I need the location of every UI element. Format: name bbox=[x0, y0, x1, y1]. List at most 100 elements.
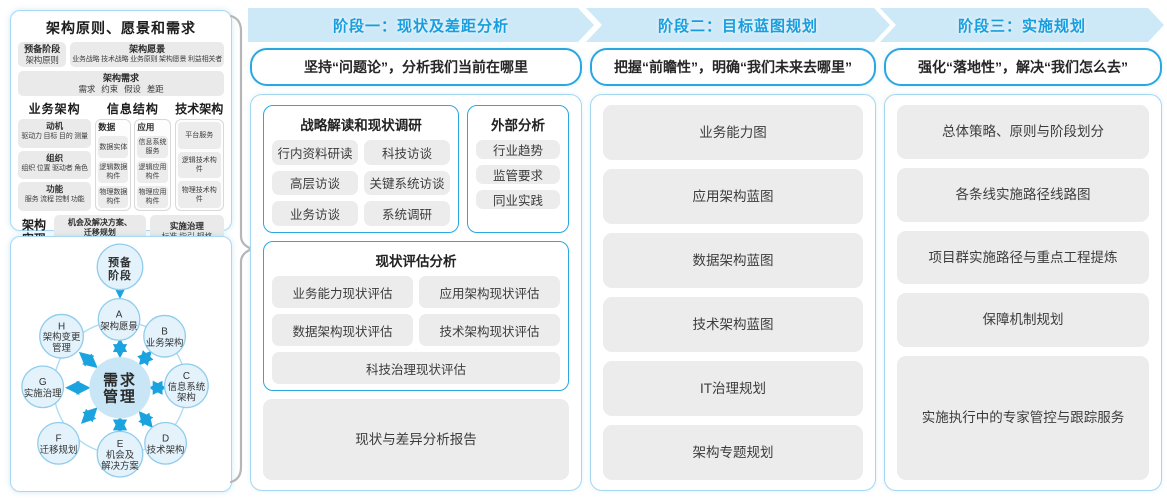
svg-text:业务架构: 业务架构 bbox=[146, 337, 184, 348]
svg-text:架构变更: 架构变更 bbox=[43, 331, 81, 342]
svg-text:技术架构: 技术架构 bbox=[147, 444, 185, 455]
strategy-item: 关键系统访谈 bbox=[364, 170, 451, 196]
phase1-header-label: 阶段一：现状及差距分析 bbox=[332, 17, 509, 35]
svg-text:A: A bbox=[116, 309, 123, 320]
phase3-subtitle-box: 强化“落地性”，解决“我们怎么去” bbox=[884, 48, 1162, 86]
assessment-item: 科技治理现状评估 bbox=[272, 352, 560, 384]
architecture-principles-panel: 架构原则、愿景和需求 预备阶段 架构原则 架构愿景 业务战略 技术战略 业务原则… bbox=[10, 10, 232, 249]
architecture-vision-sub: 业务战略 技术战略 业务原则 架构愿景 利益相关者 bbox=[72, 56, 222, 63]
arrow-center-h bbox=[78, 351, 98, 369]
assessment-item: 技术架构现状评估 bbox=[419, 314, 560, 346]
adm-cycle-diagram: 预备 阶段 需求 管理 A 架构愿景 B 业务架构 bbox=[21, 243, 209, 478]
phase3-item: 各条线实施路径线路图 bbox=[897, 167, 1149, 222]
phase2-header-arrow: 阶段二：目标蓝图规划 bbox=[586, 8, 890, 42]
arrow-center-b bbox=[137, 350, 154, 367]
adm-node-c: C 信息系统 架构 bbox=[163, 363, 209, 409]
phase3-header-label: 阶段三：实施规划 bbox=[957, 17, 1086, 35]
external-item: 监管要求 bbox=[476, 165, 560, 184]
adm-node-d: D 技术架构 bbox=[144, 421, 188, 465]
adm-node-g: G 实施治理 bbox=[21, 365, 65, 409]
business-architecture-column: 业务架构 动机 驱动力 目标 目的 测量 组织 组织 位置 驱动者 角色 功能 bbox=[18, 100, 92, 212]
strategy-item: 系统调研 bbox=[364, 201, 451, 226]
architecture-vision-box: 架构愿景 业务战略 技术战略 业务原则 架构愿景 利益相关者 bbox=[70, 42, 224, 67]
application-group-box: 应用 信息系统服务 逻辑应用构件 物理应用构件 bbox=[134, 119, 171, 211]
adm-node-e: E 机会及 解决方案 bbox=[96, 430, 144, 478]
svg-text:需求: 需求 bbox=[103, 371, 137, 389]
strategy-item: 高层访谈 bbox=[272, 170, 359, 196]
phase2-item: IT治理规划 bbox=[603, 361, 863, 416]
prep-phase-box: 预备阶段 架构原则 bbox=[18, 42, 67, 67]
phase2-subtitle-box: 把握“前瞻性”，明确“我们未来去哪里” bbox=[590, 48, 876, 86]
svg-text:D: D bbox=[162, 433, 169, 444]
phase3-content-panel: 总体策略、原则与阶段划分 各条线实施路径线路图 项目群实施路径与重点工程提炼 保… bbox=[884, 94, 1162, 491]
assessment-analysis-title: 现状评估分析 bbox=[375, 254, 457, 269]
svg-text:C: C bbox=[183, 371, 190, 382]
arrow-center-d bbox=[138, 410, 154, 428]
adm-center-requirements-management: 需求 管理 bbox=[89, 357, 151, 419]
technology-architecture-header: 技术架构 bbox=[175, 102, 224, 116]
assessment-item: 应用架构现状评估 bbox=[419, 276, 560, 308]
svg-text:架构: 架构 bbox=[177, 392, 196, 403]
assessment-item: 业务能力现状评估 bbox=[272, 276, 413, 308]
strategy-item: 科技访谈 bbox=[364, 140, 451, 165]
information-structure-column: 信息结构 数据 数据实体 逻辑数据构件 物理数据构件 应用 信息系统服务 逻辑应… bbox=[95, 100, 171, 211]
svg-text:管理: 管理 bbox=[103, 388, 137, 406]
adm-node-a: A 架构愿景 bbox=[97, 297, 141, 341]
data-group-box: 数据 数据实体 逻辑数据构件 物理数据构件 bbox=[95, 119, 132, 211]
phase3-item: 总体策略、原则与阶段划分 bbox=[897, 105, 1149, 159]
phase2-item: 架构专题规划 bbox=[603, 425, 863, 480]
function-box: 功能 服务 流程 控制 功能 bbox=[18, 182, 92, 212]
phase2-header-label: 阶段二：目标蓝图规划 bbox=[657, 17, 818, 35]
svg-text:G: G bbox=[39, 377, 47, 388]
gap-analysis-report-box: 现状与差异分析报告 bbox=[263, 399, 569, 480]
adm-node-h: H 架构变更 管理 bbox=[39, 313, 84, 359]
phase1-subtitle-box: 坚持“问题论”，分析我们当前在哪里 bbox=[250, 48, 582, 86]
svg-text:E: E bbox=[117, 439, 124, 450]
phase2-item: 技术架构蓝图 bbox=[603, 297, 863, 352]
adm-node-f: F 迁移规划 bbox=[37, 421, 81, 465]
svg-text:管理: 管理 bbox=[52, 342, 71, 353]
technology-architecture-column: 技术架构 平台服务 逻辑技术构件 物理技术构件 bbox=[174, 100, 224, 211]
phase3-item: 项目群实施路径与重点工程提炼 bbox=[897, 230, 1149, 285]
strategy-item: 行内资料研读 bbox=[272, 140, 359, 165]
external-item: 同业实践 bbox=[476, 190, 560, 209]
phase2-content-panel: 业务能力图 应用架构蓝图 数据架构蓝图 技术架构蓝图 IT治理规划 架构专题规划 bbox=[590, 94, 876, 491]
strategy-item: 业务访谈 bbox=[272, 201, 359, 226]
external-analysis-box: 外部分析 行业趋势 监管要求 同业实践 bbox=[467, 105, 569, 233]
adm-node-prep: 预备 阶段 bbox=[96, 243, 144, 291]
left-panel-title: 架构原则、愿景和需求 bbox=[46, 20, 196, 36]
architecture-requirement-sub: 需求 约束 假设 差距 bbox=[78, 84, 164, 94]
business-architecture-header: 业务架构 bbox=[28, 102, 81, 116]
technology-group-box: 平台服务 逻辑技术构件 物理技术构件 bbox=[174, 119, 224, 211]
svg-text:信息系统: 信息系统 bbox=[168, 381, 206, 392]
prep-phase-sub: 架构原则 bbox=[25, 55, 59, 65]
strategy-research-box: 战略解读和现状调研 行内资料研读 科技访谈 高层访谈 关键系统访谈 业务访谈 系… bbox=[263, 105, 460, 233]
svg-text:迁移规划: 迁移规划 bbox=[40, 444, 78, 455]
motivation-box: 动机 驱动力 目标 目的 测量 bbox=[18, 119, 92, 148]
phase1-content-panel: 战略解读和现状调研 行内资料研读 科技访谈 高层访谈 关键系统访谈 业务访谈 系… bbox=[250, 94, 582, 491]
phase3-header-arrow: 阶段三：实施规划 bbox=[880, 8, 1164, 42]
information-structure-header: 信息结构 bbox=[106, 102, 159, 116]
strategy-research-title: 战略解读和现状调研 bbox=[300, 118, 422, 133]
svg-text:实施治理: 实施治理 bbox=[24, 388, 62, 399]
architecture-requirement-box: 架构需求 需求 约束 假设 差距 bbox=[18, 71, 224, 96]
svg-text:H: H bbox=[58, 321, 65, 332]
svg-text:预备: 预备 bbox=[108, 255, 132, 269]
architecture-vision-title: 架构愿景 bbox=[129, 44, 166, 54]
adm-node-b: B 业务架构 bbox=[143, 314, 187, 358]
svg-text:阶段: 阶段 bbox=[108, 268, 132, 282]
external-analysis-title: 外部分析 bbox=[491, 118, 546, 133]
phase3-item: 保障机制规划 bbox=[897, 293, 1149, 348]
phase3-item: 实施执行中的专家管控与跟踪服务 bbox=[897, 356, 1149, 481]
assessment-analysis-box: 现状评估分析 业务能力现状评估 应用架构现状评估 数据架构现状评估 技术架构现状… bbox=[263, 241, 569, 391]
phase2-item: 数据架构蓝图 bbox=[603, 233, 863, 288]
adm-cycle-panel: 预备 阶段 需求 管理 A 架构愿景 B 业务架构 bbox=[10, 236, 232, 492]
prep-phase-title: 预备阶段 bbox=[24, 44, 61, 54]
svg-text:F: F bbox=[56, 433, 62, 444]
phase2-item: 应用架构蓝图 bbox=[603, 169, 863, 224]
assessment-item: 数据架构现状评估 bbox=[272, 314, 413, 346]
svg-text:解决方案: 解决方案 bbox=[101, 460, 139, 471]
svg-text:机会及: 机会及 bbox=[106, 449, 135, 460]
architecture-requirement-title: 架构需求 bbox=[102, 73, 139, 83]
